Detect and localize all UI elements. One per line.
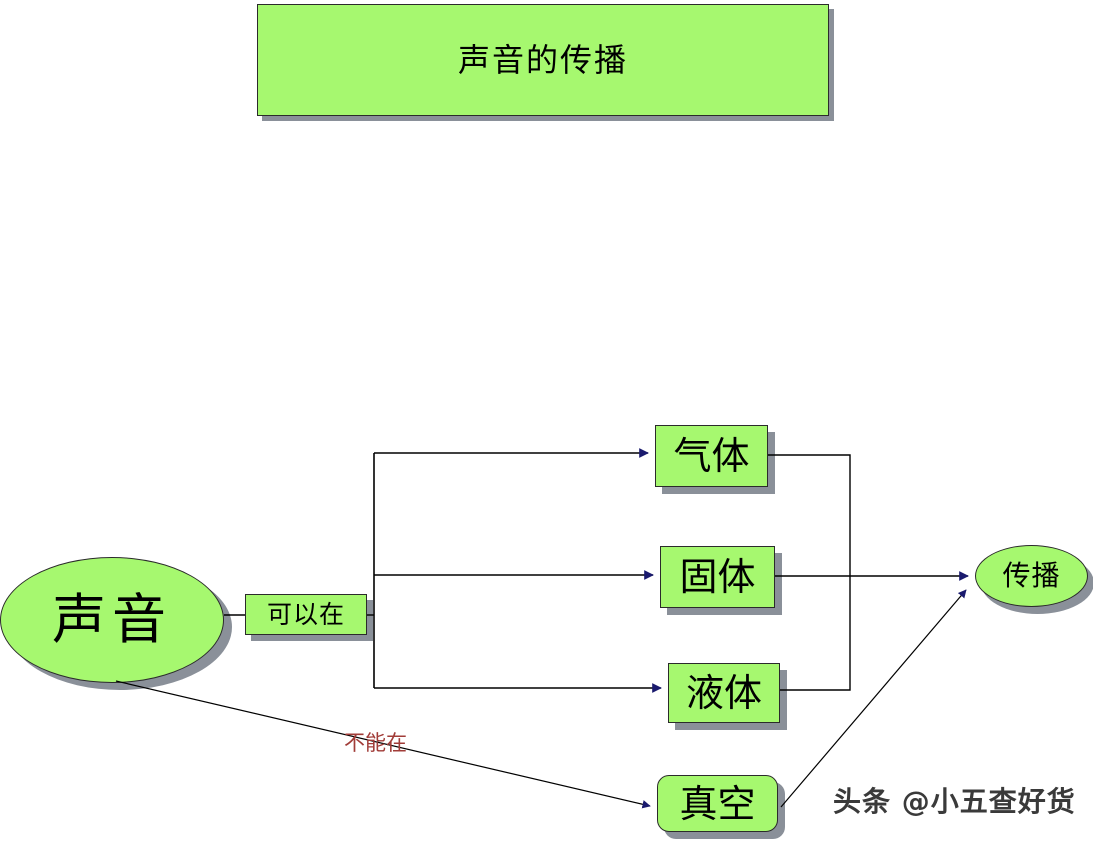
node-medium-solid: 固体 — [660, 546, 775, 608]
page-title: 声音的传播 — [257, 4, 829, 116]
node-medium-liquid: 液体 — [668, 663, 780, 723]
node-medium-vacuum: 真空 — [657, 775, 778, 832]
node-source-sound: 声音 — [0, 557, 224, 683]
node-propagation: 传播 — [975, 545, 1088, 607]
node-medium-gas: 气体 — [655, 425, 768, 487]
node-relation-can-be-in: 可以在 — [245, 594, 367, 635]
watermark: 头条 @小五查好货 — [833, 785, 1076, 818]
edge-label-cannot-be-in: 不能在 — [344, 731, 407, 755]
